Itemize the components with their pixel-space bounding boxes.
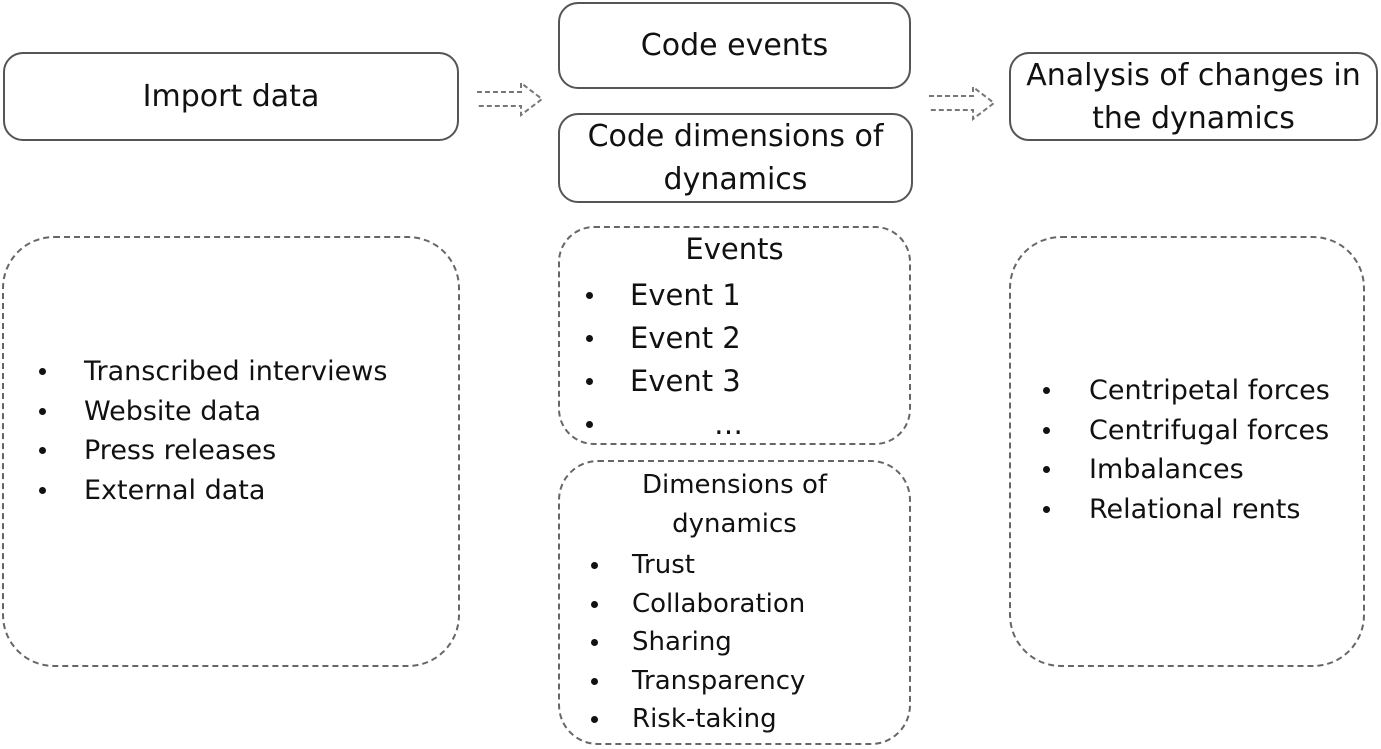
- list-item: Risk-taking: [591, 700, 805, 739]
- bullet-icon: [591, 639, 598, 646]
- list-item: Sharing: [591, 623, 805, 662]
- import-data-box: Import data: [3, 52, 459, 141]
- events-title: Events: [685, 232, 784, 266]
- bullet-icon: [586, 421, 593, 428]
- events-list: Event 1 Event 2 Event 3 …: [586, 274, 743, 446]
- code-dimensions-box: Code dimensions of dynamics: [558, 113, 913, 203]
- import-sources-panel: Transcribed interviews Website data Pres…: [2, 236, 460, 667]
- bullet-icon: [1043, 387, 1050, 394]
- code-events-label: Code events: [640, 28, 829, 63]
- dimensions-panel: Dimensions of dynamics Trust Collaborati…: [558, 460, 911, 745]
- bullet-icon: [591, 716, 598, 723]
- bullet-icon: [586, 378, 593, 385]
- list-item: Imbalances: [1043, 450, 1330, 490]
- bullet-icon: [1043, 426, 1050, 434]
- import-sources-list: Transcribed interviews Website data Pres…: [39, 352, 387, 510]
- arrow-right-icon: [929, 84, 996, 122]
- list-item: Transparency: [591, 662, 805, 701]
- list-item: …: [586, 403, 743, 446]
- arrow-right-icon: [477, 80, 544, 118]
- analysis-forces-panel: Centripetal forces Centrifugal forces Im…: [1009, 236, 1365, 667]
- list-item: Event 1: [586, 274, 743, 317]
- analysis-label: Analysis of changes in the dynamics: [1026, 57, 1361, 136]
- bullet-icon: [586, 292, 593, 299]
- bullet-icon: [591, 562, 598, 569]
- bullet-icon: [586, 335, 593, 342]
- analysis-forces-list: Centripetal forces Centrifugal forces Im…: [1043, 371, 1330, 529]
- events-panel: Events Event 1 Event 2 Event 3 …: [558, 226, 911, 445]
- bullet-icon: [39, 486, 46, 494]
- code-events-box: Code events: [558, 2, 911, 89]
- list-item: Website data: [39, 392, 387, 432]
- bullet-icon: [1043, 466, 1050, 473]
- list-item: Centripetal forces: [1043, 371, 1330, 411]
- bullet-icon: [39, 447, 46, 454]
- bullet-icon: [39, 368, 46, 375]
- list-item: Trust: [591, 546, 805, 585]
- code-dimensions-label: Code dimensions of dynamics: [587, 119, 884, 197]
- list-item: Transcribed interviews: [39, 352, 387, 392]
- list-item: Press releases: [39, 431, 387, 471]
- list-item: Relational rents: [1043, 490, 1330, 530]
- list-item: Centrifugal forces: [1043, 411, 1330, 451]
- list-item: Event 2: [586, 317, 743, 360]
- import-data-label: Import data: [142, 79, 320, 114]
- list-item: Collaboration: [591, 585, 805, 624]
- bullet-icon: [39, 407, 46, 415]
- bullet-icon: [591, 600, 598, 608]
- list-item: Event 3: [586, 360, 743, 403]
- bullet-icon: [591, 677, 598, 685]
- dimensions-list: Trust Collaboration Sharing Transparency…: [591, 546, 805, 739]
- bullet-icon: [1043, 505, 1050, 513]
- analysis-box: Analysis of changes in the dynamics: [1009, 52, 1378, 141]
- dimensions-title: Dimensions of dynamics: [641, 470, 828, 539]
- list-item: External data: [39, 471, 387, 511]
